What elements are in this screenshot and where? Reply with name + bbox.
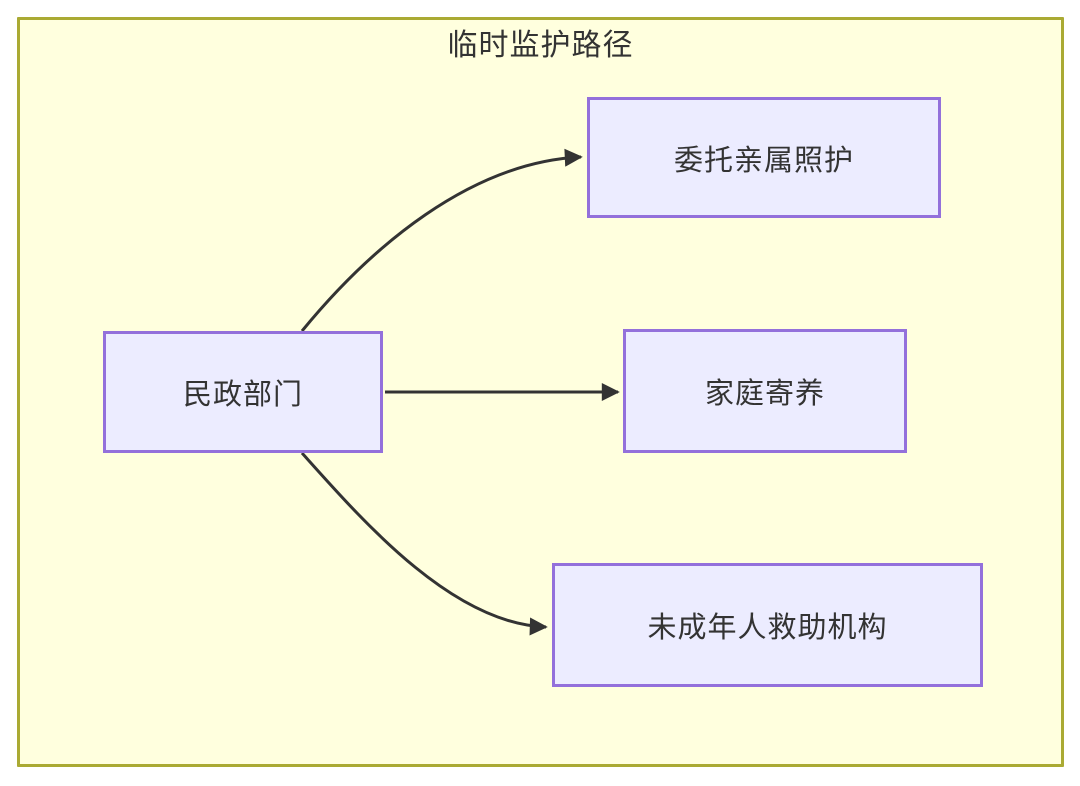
node-minor-rescue-agency-label: 未成年人救助机构 (647, 610, 888, 644)
node-minor-rescue-agency: 未成年人救助机构 (552, 563, 983, 687)
node-civil-affairs-dept: 民政部门 (103, 331, 383, 453)
node-civil-affairs-dept-label: 民政部门 (182, 377, 303, 411)
node-entrust-relative-care-label: 委托亲属照护 (673, 142, 854, 177)
node-entrust-relative-care: 委托亲属照护 (587, 97, 941, 218)
node-family-foster-care-label: 家庭寄养 (704, 376, 825, 410)
diagram-title: 临时监护路径 (447, 28, 634, 63)
node-family-foster-care: 家庭寄养 (623, 329, 907, 453)
